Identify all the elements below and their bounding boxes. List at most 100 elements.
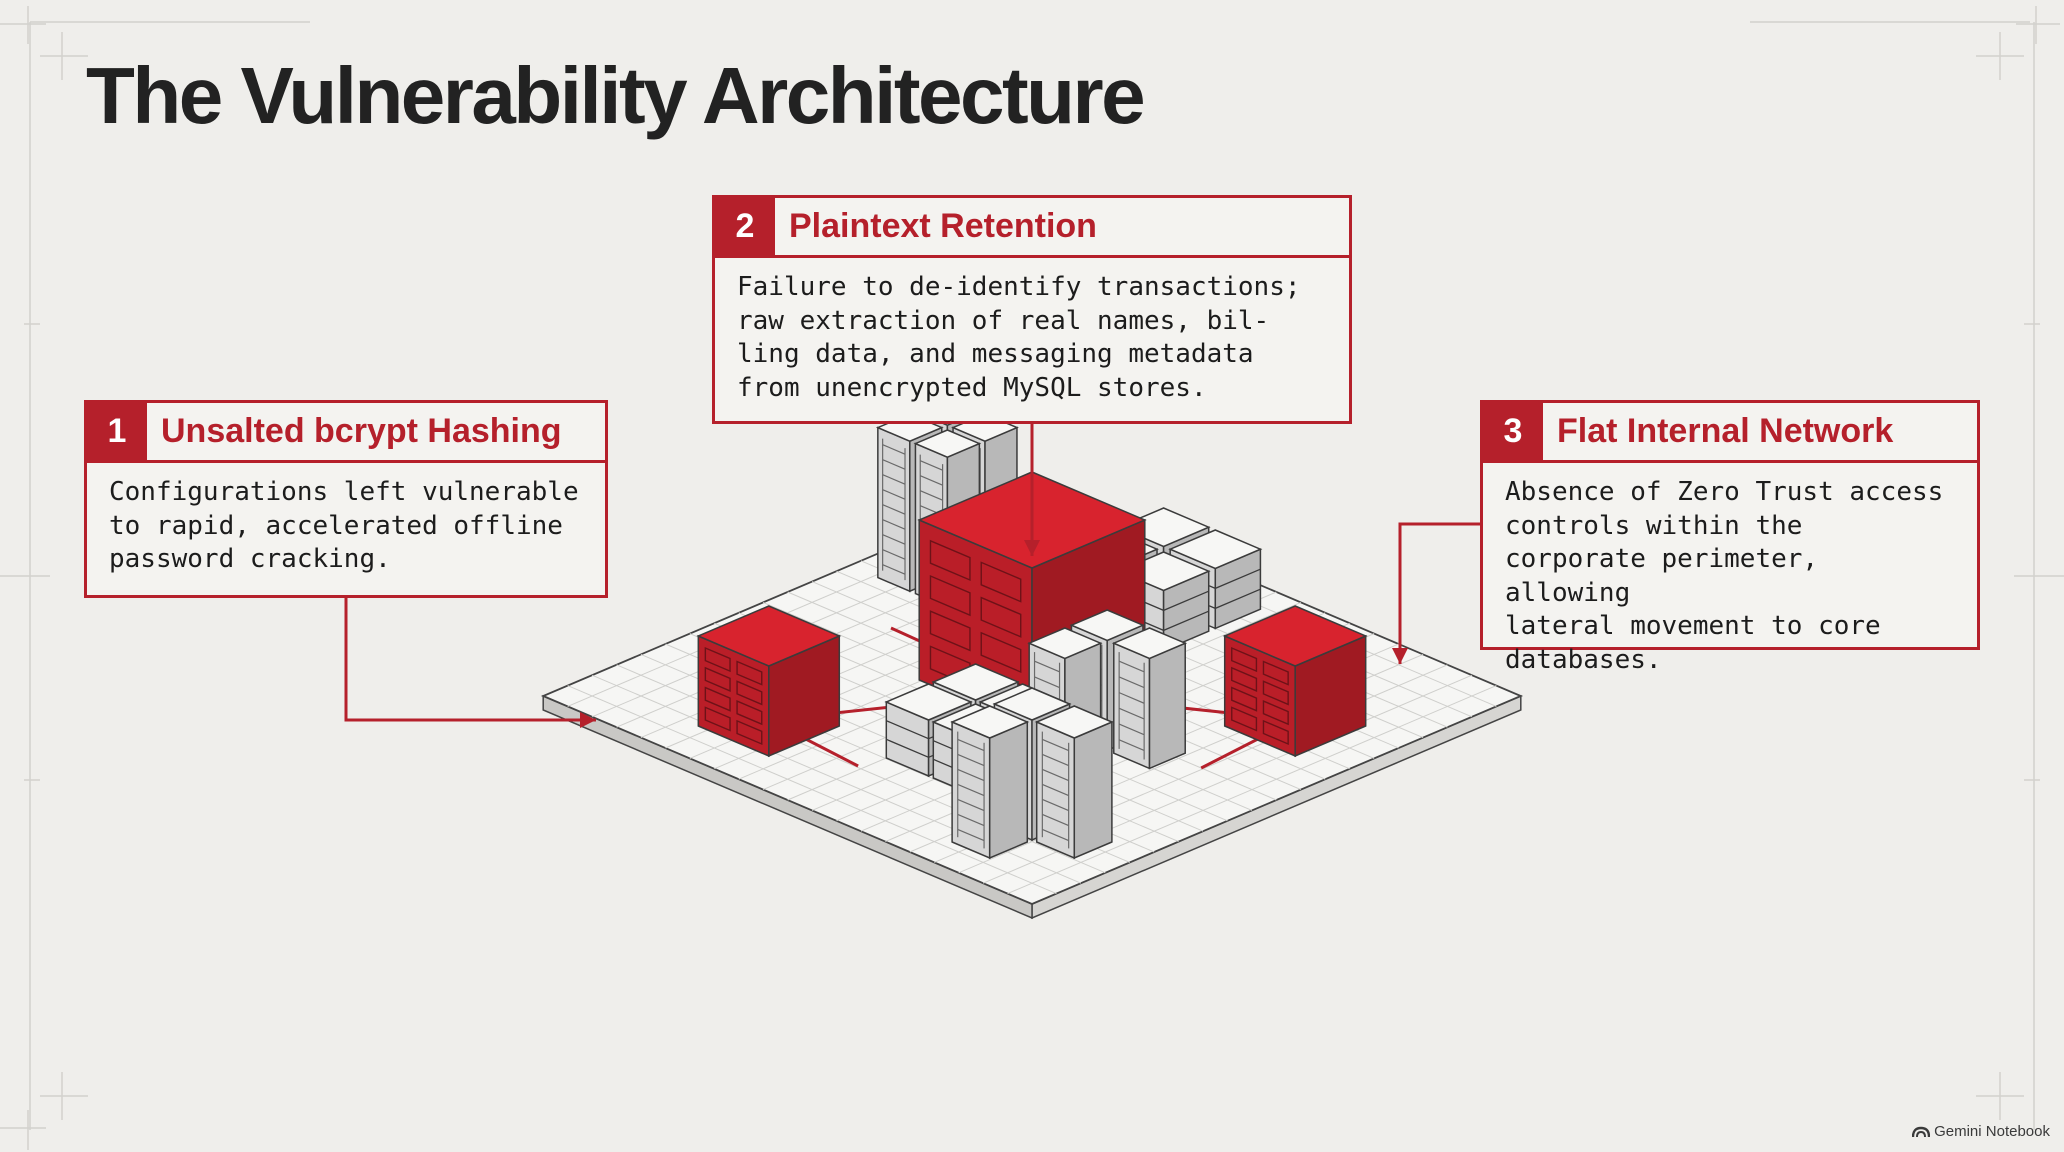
- rack-slot-line: [1042, 783, 1069, 797]
- callout-title: Flat Internal Network: [1557, 412, 1894, 450]
- rack-slot-line: [882, 564, 906, 575]
- server-drawer: [1262, 660, 1289, 686]
- rack-slot-line: [882, 534, 906, 545]
- server-face-top: [992, 687, 1072, 721]
- server-drawer: [1262, 680, 1289, 706]
- server-drawer: [929, 574, 971, 617]
- callout-number-badge: 3: [1483, 403, 1543, 460]
- rack-slot-line: [1034, 676, 1060, 689]
- server-drawer: [929, 539, 971, 582]
- hash-server: [696, 605, 842, 758]
- rack-slot-line: [1042, 813, 1069, 827]
- rack-slot-line: [882, 444, 906, 455]
- rack-slot-line: [1118, 707, 1145, 720]
- server-drawer: [1231, 686, 1258, 712]
- rack-slot-line: [1118, 739, 1145, 751]
- callout-flat-network: 3 Flat Internal Network Absence of Zero …: [1480, 400, 1980, 675]
- callout-number-badge: 2: [715, 198, 775, 255]
- rack-slot-line: [1118, 692, 1145, 704]
- server-drawer: [736, 680, 763, 706]
- rack-slot-line: [1042, 828, 1069, 842]
- rack-slot-line: [957, 798, 985, 812]
- rack-slot-line: [957, 768, 985, 782]
- server-face-top: [1069, 609, 1145, 642]
- rack-slot-line: [1042, 768, 1069, 782]
- connector-callout-3: [1392, 522, 1480, 664]
- server-face-top: [1034, 705, 1114, 739]
- rack-slot-line: [882, 549, 906, 560]
- rack-slot-line: [1118, 676, 1145, 689]
- rack-slot-line: [919, 460, 943, 471]
- server-drawer: [980, 631, 1022, 674]
- server-face-top: [931, 663, 1020, 701]
- watermark-text: Gemini Notebook: [1934, 1123, 2050, 1140]
- rack-slot-line: [919, 475, 943, 486]
- server-rack: [950, 705, 1030, 860]
- rack-slot-line: [957, 828, 985, 842]
- network-server: [1222, 605, 1368, 758]
- callout-number-badge: 1: [87, 403, 147, 460]
- connector-line: [344, 598, 596, 722]
- rack-slot-line: [882, 519, 906, 530]
- server-drawer: [980, 596, 1022, 638]
- rack-slot-line: [1042, 798, 1069, 812]
- callout-body: Absence of Zero Trust access controls wi…: [1505, 477, 1944, 675]
- watermark: Gemini Notebook: [1912, 1123, 2050, 1140]
- rack-slot-line: [1042, 753, 1069, 767]
- server-drawer: [704, 686, 731, 712]
- callout-connectors: [344, 424, 1480, 728]
- gemini-logo-icon: [1912, 1126, 1931, 1137]
- rack-slot-line: [957, 813, 985, 827]
- callout-header: 2 Plaintext Retention: [715, 198, 1349, 258]
- rack-slot-line: [919, 490, 943, 501]
- connector-line: [1398, 522, 1480, 664]
- server-face-top: [1168, 529, 1263, 570]
- rack-slot-line: [1034, 660, 1060, 673]
- page-title: The Vulnerability Architecture: [86, 51, 1146, 140]
- server-face-right: [988, 720, 1029, 860]
- rack-slot-line: [882, 459, 906, 470]
- server-face-top: [1111, 627, 1188, 660]
- server-drawer: [929, 610, 971, 652]
- connector-arrowhead: [1024, 540, 1040, 556]
- callout-unsalted-hashing: 1 Unsalted bcrypt Hashing Configurations…: [84, 400, 608, 598]
- rack-slot-line: [957, 738, 985, 752]
- server-drawer: [736, 700, 763, 726]
- server-face-top: [1027, 627, 1103, 660]
- rack-slot-line: [1042, 738, 1069, 752]
- server-drawer: [1262, 700, 1289, 726]
- server-face-right: [1148, 642, 1186, 770]
- server-rack: [1111, 627, 1188, 770]
- rack-slot-line: [882, 504, 906, 515]
- server-drawer: [1231, 646, 1258, 673]
- server-face-top: [950, 705, 1030, 739]
- connector-arrowhead: [580, 712, 596, 728]
- server-drawer: [1231, 706, 1258, 732]
- connector-callout-1: [344, 598, 596, 728]
- callout-header: 1 Unsalted bcrypt Hashing: [87, 403, 605, 463]
- rack-slot-line: [957, 783, 985, 797]
- callout-body: Failure to de-identify transactions; raw…: [737, 272, 1301, 403]
- server-drawer: [980, 561, 1022, 603]
- connector-arrowhead: [1392, 648, 1408, 664]
- server-drawer: [704, 666, 731, 692]
- server-face-top: [696, 605, 842, 667]
- callout-header: 3 Flat Internal Network: [1483, 403, 1977, 463]
- server-drawer: [1262, 719, 1289, 746]
- callout-title: Plaintext Retention: [789, 207, 1097, 245]
- callout-body: Configurations left vulnerable to rapid,…: [109, 477, 579, 574]
- server-drawer: [704, 646, 731, 673]
- rack-slot-line: [882, 489, 906, 500]
- grid-line: [567, 685, 1057, 895]
- server-drawer: [1231, 666, 1258, 692]
- grid-line: [1007, 685, 1497, 895]
- rack-slot-line: [882, 474, 906, 485]
- servers: [696, 397, 1368, 860]
- server-drawer: [736, 719, 763, 746]
- callout-title: Unsalted bcrypt Hashing: [161, 412, 562, 450]
- server-face-right: [1073, 720, 1113, 860]
- server-face-top: [913, 429, 982, 459]
- callout-plaintext-retention: 2 Plaintext Retention Failure to de-iden…: [712, 195, 1352, 424]
